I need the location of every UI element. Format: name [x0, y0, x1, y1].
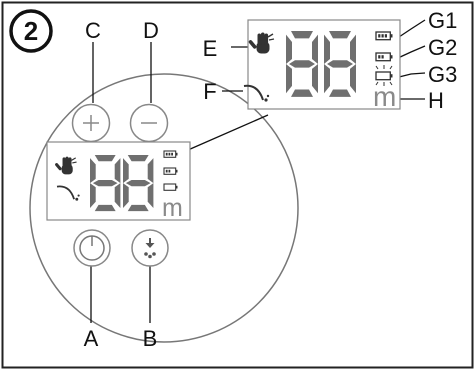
leader-g3 [398, 72, 426, 78]
step-number: 2 [24, 16, 38, 46]
callout-f: F [203, 79, 216, 104]
display-enlarged: m [243, 19, 401, 112]
blink-marks [375, 65, 393, 86]
callout-g1: G1 [428, 8, 457, 33]
zoom-line [187, 114, 269, 151]
power-button[interactable] [73, 229, 111, 267]
battery-full-icon [163, 150, 179, 158]
drip-button[interactable] [131, 229, 169, 267]
plus-button[interactable] [71, 103, 111, 143]
minus-button[interactable] [129, 103, 169, 143]
callout-g3: G3 [428, 62, 457, 87]
battery-full-icon [375, 31, 394, 41]
leader-lines [90, 19, 426, 323]
callout-a: A [84, 326, 99, 351]
step-badge: 2 [9, 9, 53, 53]
callout-h: H [428, 88, 444, 113]
water-drip-icon [144, 238, 156, 259]
battery-empty-blinking-icon [375, 65, 394, 86]
power-icon [79, 235, 105, 261]
callout-g2: G2 [428, 35, 457, 60]
display-unit: m [373, 81, 396, 112]
plus-icon [83, 115, 99, 131]
leader-g2 [397, 45, 426, 59]
device-display: m [46, 141, 191, 222]
leader-g1 [398, 19, 426, 38]
battery-medium-icon [163, 167, 179, 175]
callout-c: C [85, 18, 101, 43]
callout-e: E [203, 36, 218, 61]
battery-medium-icon [375, 52, 394, 62]
callout-d: D [143, 18, 159, 43]
device-body [29, 73, 299, 343]
callout-b: B [143, 326, 158, 351]
display-unit: m [162, 194, 183, 222]
